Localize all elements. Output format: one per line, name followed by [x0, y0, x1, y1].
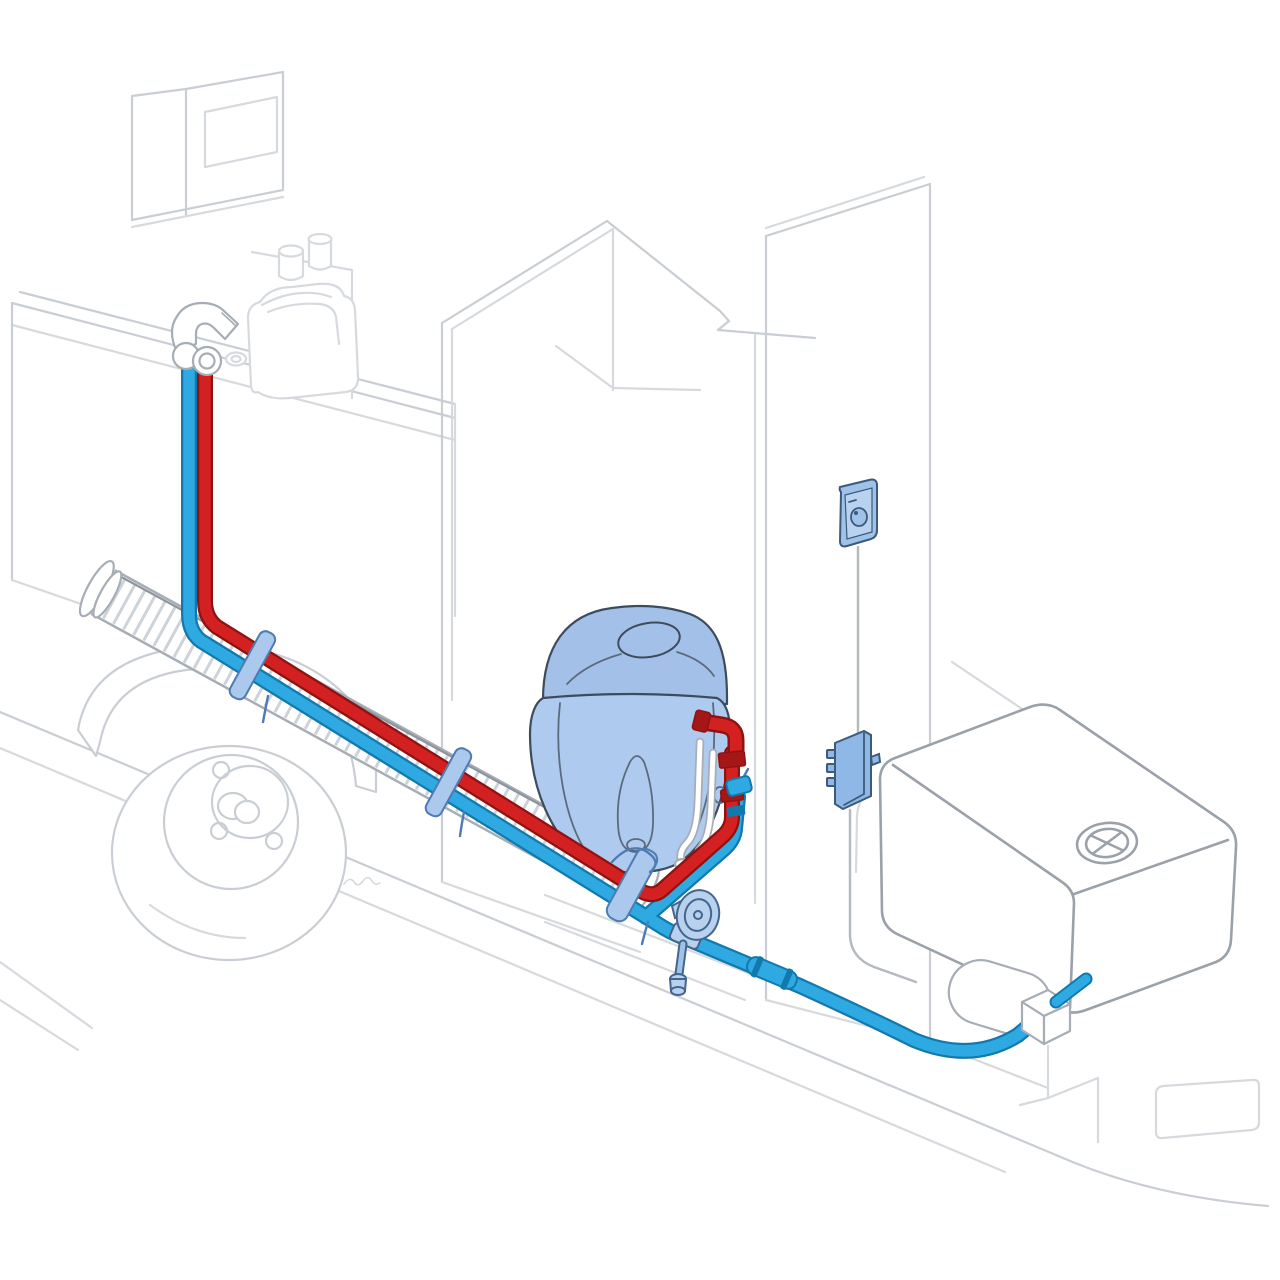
- hot-water-pipe: [197, 365, 740, 903]
- boiler-upper-drum: [541, 604, 729, 706]
- boiler-cap: [617, 621, 681, 659]
- rear-locker: [1154, 1078, 1261, 1140]
- cold-inlet-fitting: [725, 775, 753, 797]
- boiler-compartment: [440, 219, 852, 1014]
- fresh-water-tank: [878, 703, 1238, 1037]
- cold-collar: [726, 805, 746, 817]
- inline-connector: [746, 956, 798, 990]
- drain-valve: [668, 889, 721, 996]
- rear-step: [1018, 1044, 1100, 1144]
- pump-fitting: [1020, 972, 1093, 1046]
- ecu-cable: [848, 808, 918, 984]
- storage-containers: [277, 232, 333, 282]
- boiler-connections: [691, 709, 753, 817]
- pipe-clamp: [424, 747, 473, 838]
- lug-hole: [264, 831, 284, 851]
- kitchen-tap: [170, 301, 240, 377]
- electronic-control-unit: [826, 729, 918, 984]
- tire: [110, 744, 348, 962]
- drawbar-line: [0, 960, 94, 1030]
- tank-filler-cap: [1075, 821, 1139, 865]
- pipe-clamp: [228, 630, 277, 724]
- tire-marking: [343, 876, 381, 886]
- wall-cabinet: [130, 70, 285, 229]
- kitchen-unit: [10, 232, 457, 630]
- lug-hole: [209, 821, 229, 841]
- collar-hook: [610, 847, 657, 874]
- duct-end-cap: [78, 560, 123, 619]
- ecu-tab: [869, 752, 882, 767]
- drawbar-line: [0, 998, 80, 1052]
- wheel-hub: [210, 764, 290, 840]
- hot-collar: [717, 750, 747, 769]
- duct-end-collar: [605, 847, 659, 946]
- wheel-rim: [162, 753, 300, 891]
- panel-switch: [848, 499, 857, 503]
- boiler: [528, 604, 732, 874]
- valve-handwheel: [675, 889, 721, 941]
- tap-base: [191, 345, 223, 377]
- lug-hole: [211, 760, 231, 780]
- panel-dial: [850, 507, 868, 527]
- control-panel: [838, 478, 878, 744]
- sink: [224, 282, 360, 400]
